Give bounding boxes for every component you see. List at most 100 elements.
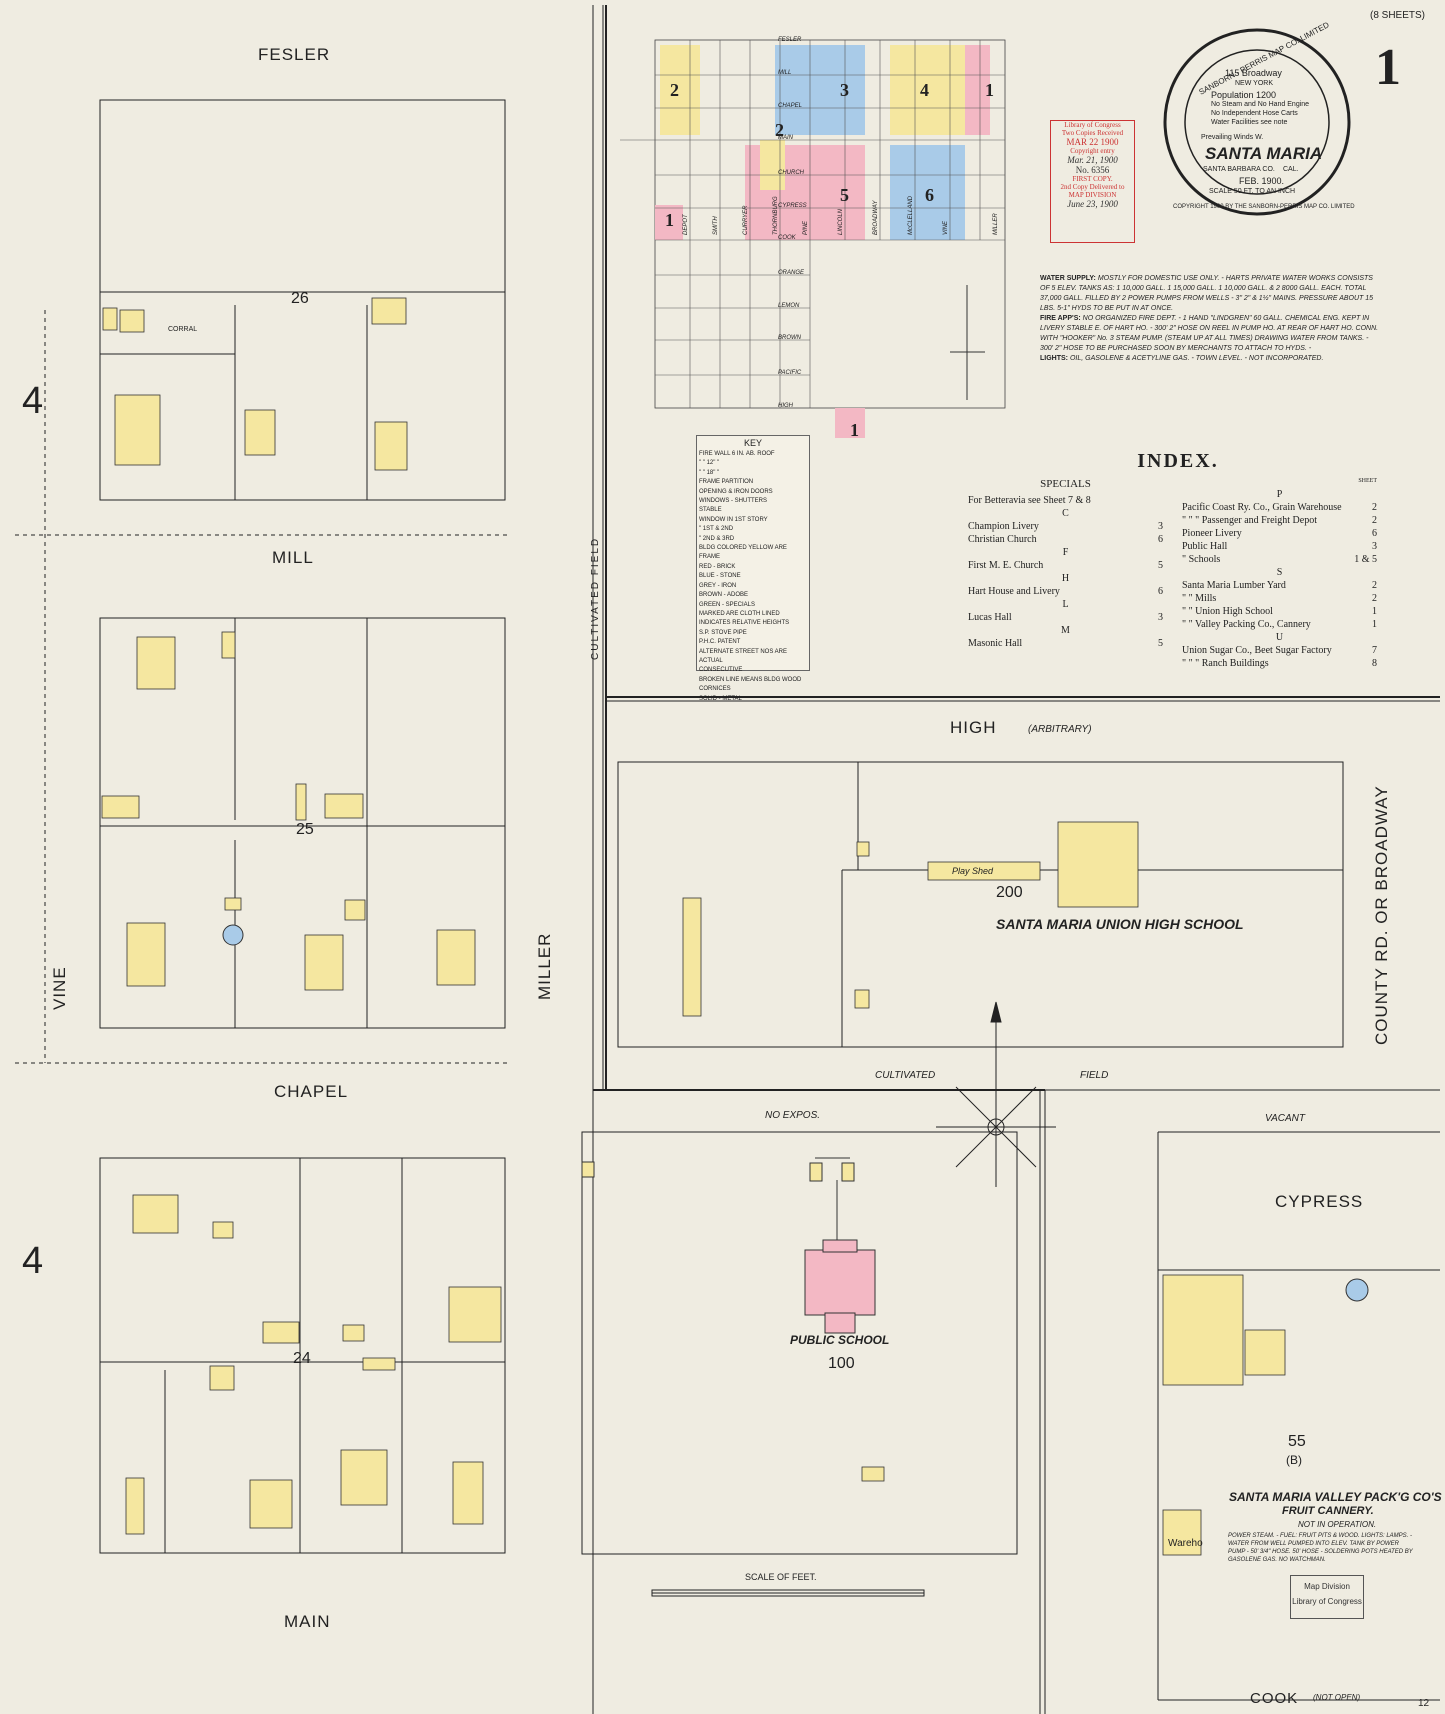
play-shed-label: Play Shed xyxy=(952,866,994,876)
index-entry-sheet: 2 xyxy=(1372,593,1377,604)
index-entry-name: Santa Maria Lumber Yard xyxy=(1182,580,1286,591)
key-line: " 2ND & 3RD xyxy=(699,535,735,542)
index-entry-name: L xyxy=(1062,599,1069,610)
index-entry-name: H xyxy=(1061,573,1070,584)
cannery-buildings xyxy=(1162,1274,1286,1556)
index-map-sheet-number: 1 xyxy=(985,80,994,100)
lights-note: LIGHTS: OIL, GASOLENE & ACETYLINE GAS. -… xyxy=(1040,354,1380,364)
street-high-note: (ARBITRARY) xyxy=(1028,724,1092,735)
index-entry: Masonic Hall 5 xyxy=(968,637,1163,650)
lights-label: LIGHTS: xyxy=(1040,355,1068,362)
key-line: WINDOW IN 1ST STORY xyxy=(699,516,768,523)
index-map-street-v: SMITH xyxy=(713,216,719,235)
cannery-block xyxy=(1157,1131,1440,1701)
index-map-street-h: CHURCH xyxy=(778,170,804,176)
field-label: FIELD xyxy=(1080,1070,1109,1081)
water-text: MOSTLY FOR DOMESTIC USE ONLY. - HARTS PR… xyxy=(1040,275,1374,312)
index-map-sheet-number: 2 xyxy=(775,120,784,140)
index-entry-name: Masonic Hall xyxy=(968,638,1023,649)
key-line: OPENING & IRON DOORS xyxy=(699,488,773,495)
index-entry-name: U xyxy=(1275,632,1284,643)
seal-town: SANTA MARIA xyxy=(1205,144,1323,163)
seal-scale: SCALE 50 FT. TO AN INCH xyxy=(1209,188,1296,195)
index-entry-name: Public Hall xyxy=(1182,541,1228,552)
index-entry-name: F xyxy=(1062,547,1069,558)
index-entry-sheet: 6 xyxy=(1372,528,1377,539)
index-map-street-h: ORANGE xyxy=(778,270,805,276)
map-key: KEY FIRE WALL 6 IN. AB. ROOF" " 12" "" "… xyxy=(696,435,810,702)
index-map-street-v: VINE xyxy=(943,220,949,235)
street-main: MAIN xyxy=(284,1612,331,1631)
key-line: STABLE xyxy=(699,507,722,514)
key-line: SOLID - METAL xyxy=(699,695,742,702)
stamp-line: Two Copies Received xyxy=(1061,129,1124,137)
sheet-head: SHEET xyxy=(1358,478,1377,484)
key-line: S.P. STOVE PIPE xyxy=(699,629,747,636)
key-line: BLUE - STONE xyxy=(699,573,741,580)
index-entry-sheet: 6 xyxy=(1158,534,1163,545)
index-map-sheet-number: 6 xyxy=(925,185,934,205)
index-entry-name: C xyxy=(1062,508,1069,519)
index-map-street-h: COOK xyxy=(778,235,796,241)
index-entry-name: M xyxy=(1061,625,1070,636)
street-cook-note: (NOT OPEN) xyxy=(1313,1693,1361,1702)
key-line: MARKED ARE CLOTH LINED xyxy=(699,610,780,617)
index-entry-sheet: 2 xyxy=(1372,580,1377,591)
public-school-label: PUBLIC SCHOOL xyxy=(790,1333,890,1347)
seal-hose: No Independent Hose Carts xyxy=(1211,110,1298,117)
stamp-line: 2nd Copy Delivered to xyxy=(1060,183,1125,191)
index-entry-sheet: 5 xyxy=(1158,638,1163,649)
index-entry-name: Hart House and Livery xyxy=(968,586,1060,597)
stamp-line: MAR 22 1900 xyxy=(1066,137,1119,147)
seal-address: 115 Broadway xyxy=(1225,68,1282,78)
water-supply-note: WATER SUPPLY: MOSTLY FOR DOMESTIC USE ON… xyxy=(1040,274,1380,314)
public-school-block xyxy=(581,1131,1018,1555)
key-line: BLDG COLORED YELLOW ARE FRAME xyxy=(699,545,787,561)
index-map-street-h: PACIFIC xyxy=(778,370,802,376)
key-line: BROKEN LINE MEANS BLDG WOOD CORNICES xyxy=(699,676,802,693)
index-map-sheet-number: 5 xyxy=(840,185,849,205)
block-24: 24 xyxy=(293,1350,311,1367)
wareho-label: Wareho xyxy=(1168,1538,1203,1549)
index-map-street-v: CURRYER xyxy=(743,205,749,235)
index-entry-sheet: 2 xyxy=(1372,515,1377,526)
index-entry-name: Lucas Hall xyxy=(968,612,1012,623)
high-school-block xyxy=(617,761,1344,1048)
index-map-street-h: LEMON xyxy=(778,303,800,309)
stamp-line: Library of Congress xyxy=(1064,121,1121,129)
key-line: INDICATES RELATIVE HEIGHTS xyxy=(699,620,790,627)
street-broadway: COUNTY RD. OR BROADWAY xyxy=(1372,785,1391,1045)
cannery-label-3: NOT IN OPERATION. xyxy=(1298,1520,1377,1529)
index-entry-sheet: 1 xyxy=(1372,606,1377,617)
index-entry: Pioneer Livery 6 xyxy=(1182,527,1377,540)
index-entry-sheet: 6 xyxy=(1158,586,1163,597)
left-tank xyxy=(222,924,244,946)
stamp2-line1: Map Division xyxy=(1304,1582,1350,1591)
key-line: P.H.C. PATENT xyxy=(699,639,741,646)
fire-text: NO ORGANIZED FIRE DEPT. - 1 HAND "LINDGR… xyxy=(1040,315,1379,352)
block-26-outline xyxy=(99,99,506,501)
index-entry: Santa Maria Lumber Yard 2 xyxy=(1182,579,1377,592)
sheet-number: 1 xyxy=(1375,39,1401,96)
index-entry-name: Pioneer Livery xyxy=(1182,528,1242,539)
index-entry-sheet: 3 xyxy=(1158,521,1163,532)
sheet-count: (8 SHEETS) xyxy=(1370,10,1426,21)
corral-label: CORRAL xyxy=(168,326,198,333)
index-entry: C xyxy=(968,507,1163,520)
lights-text: OIL, GASOLENE & ACETYLINE GAS. - TOWN LE… xyxy=(1069,355,1324,362)
seal-engines: No Steam and No Hand Engine xyxy=(1211,101,1310,108)
sheet-frame xyxy=(592,5,1440,1714)
cannery-note: POWER STEAM. - FUEL: FRUIT PITS & WOOD. … xyxy=(1228,1533,1413,1563)
stamp-line: Mar. 21, 1900 xyxy=(1067,155,1118,165)
